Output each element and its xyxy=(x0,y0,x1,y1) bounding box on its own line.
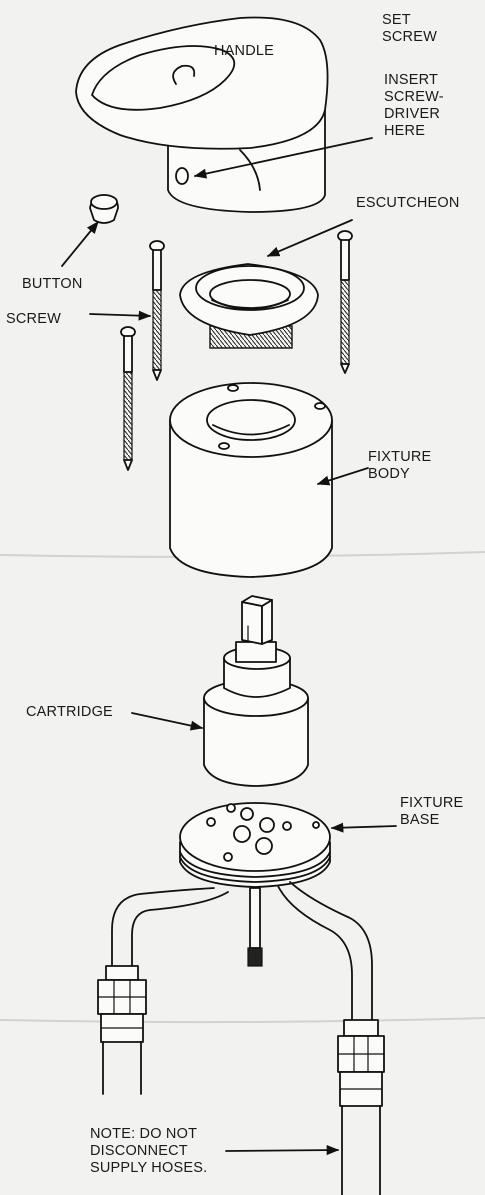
screw-left-lower xyxy=(120,326,136,471)
supply-lines xyxy=(97,881,385,1195)
cartridge-label: CARTRIDGE xyxy=(26,704,113,720)
fixture-base-part xyxy=(179,802,331,888)
fixture-body-arrow xyxy=(316,467,369,486)
handle-label: HANDLE xyxy=(214,43,275,59)
insert-screwdriver-label: INSERT SCREW- DRIVER HERE xyxy=(384,72,444,139)
escutcheon-label: ESCUTCHEON xyxy=(356,195,460,211)
button-part xyxy=(89,194,119,224)
fixture-body-part xyxy=(169,382,333,578)
note-label: NOTE: DO NOT DISCONNECT SUPPLY HOSES. xyxy=(90,1126,208,1176)
screw-left-upper xyxy=(149,240,165,381)
screw-right xyxy=(337,230,353,374)
set-screw-label: SET SCREW xyxy=(382,12,437,45)
escutcheon-arrow xyxy=(266,219,353,257)
fixture-base-arrow xyxy=(330,822,397,833)
note-arrow xyxy=(225,1145,340,1156)
escutcheon-part xyxy=(179,263,319,349)
handle-part xyxy=(75,16,329,213)
cartridge-arrow xyxy=(131,712,204,731)
paper-fold-2 xyxy=(0,1017,485,1024)
set-screw-hole xyxy=(175,167,189,185)
screw-label: SCREW xyxy=(6,311,61,327)
cartridge-part xyxy=(203,595,309,787)
insert-screwdriver-arrow xyxy=(193,137,373,179)
screw-arrow xyxy=(89,310,152,321)
fixture-base-label: FIXTURE BASE xyxy=(400,795,464,828)
button-label: BUTTON xyxy=(22,276,83,292)
fixture-body-label: FIXTURE BODY xyxy=(368,449,432,482)
button-arrow xyxy=(61,221,99,267)
